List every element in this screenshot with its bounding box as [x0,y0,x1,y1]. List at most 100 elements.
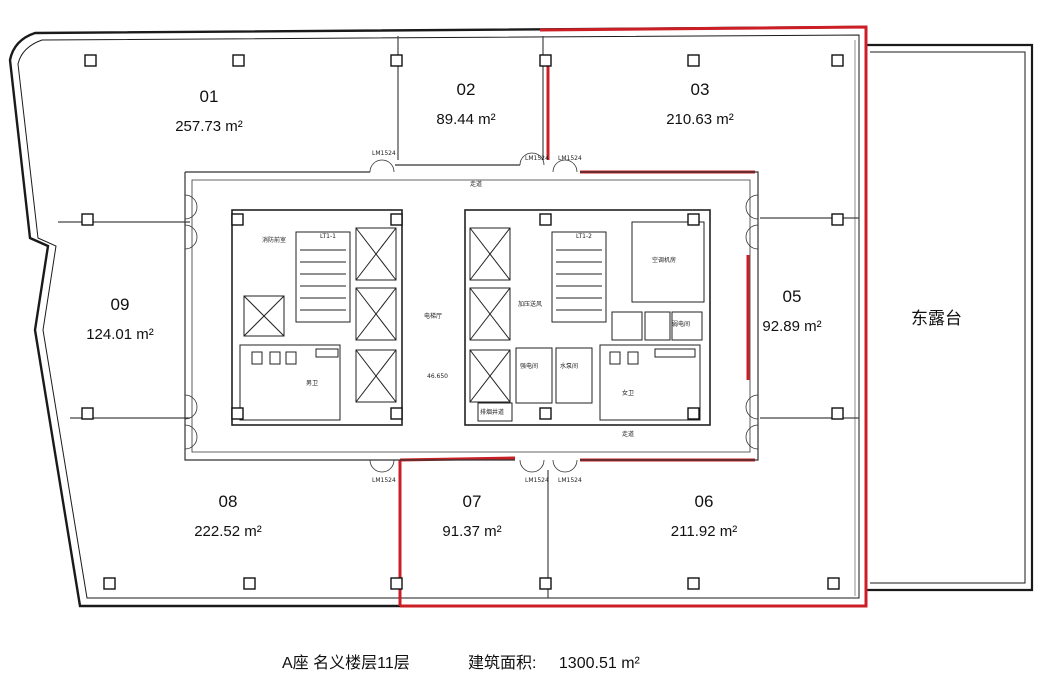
elevator-left-1 [355,227,397,281]
door-code: LM1524 [558,477,582,484]
door-code: LM1524 [372,477,396,484]
red-boundary-bottom [400,250,868,608]
column [81,407,94,420]
red-boundary-unit-03 [539,25,868,250]
washroom-left [239,344,341,421]
unit-number: 08 [219,492,238,511]
gfa-label: 建筑面积: [468,655,537,672]
elevator-hall-label: 电梯厅 [424,312,442,320]
elevator-right-3 [469,349,511,403]
corridor-inner [191,179,751,453]
unit-area: 89.44 m² [436,111,495,128]
gfa-caption: 建筑面积: 1300.51 m² [468,649,640,673]
shaft-right-3 [671,311,703,341]
womens-wc-label: 女卫 [622,389,634,397]
column [243,577,256,590]
door-code: LM1524 [558,155,582,162]
water-room-label: 水泵间 [560,362,578,370]
building-caption: A座 名义楼层11层 [282,649,410,673]
core-left [231,209,403,426]
unit-area: 92.89 m² [762,318,821,335]
outer-wall [8,25,868,608]
corridor-ring [184,164,759,461]
column [539,54,552,67]
door [552,159,578,173]
door-code: LM1524 [372,150,396,157]
door [745,194,759,220]
shaft-right-2 [644,311,671,341]
column [231,213,244,226]
terrace-inner [870,51,1026,584]
unit-area: 210.63 m² [666,111,734,128]
column [84,54,97,67]
unit-number: 07 [463,492,482,511]
doors [184,152,759,473]
shaft-right-1 [611,311,643,341]
unit-number: 03 [691,80,710,99]
core-right [464,209,711,426]
column [390,577,403,590]
smoke-shaft [477,402,513,422]
column [539,577,552,590]
unit-area: 91.37 m² [442,523,501,540]
column [539,407,552,420]
door [745,424,759,450]
door [369,459,395,473]
door [184,224,198,250]
washroom-right [599,344,701,421]
unit-area: 222.52 m² [194,523,262,540]
column [231,407,244,420]
stair-left [295,231,351,323]
unit-number: 02 [457,80,476,99]
column [831,54,844,67]
unit-area: 211.92 m² [671,523,737,540]
stair-right [551,231,607,323]
door [369,159,395,173]
column [390,407,403,420]
door [184,424,198,450]
unit-area: 124.01 m² [86,326,154,343]
door [745,224,759,250]
column [81,213,94,226]
elevator-left-3 [355,349,397,403]
hvac-label: 空调机房 [652,256,676,264]
column [687,213,700,226]
column [687,54,700,67]
strong-current-label: 强电间 [520,362,538,370]
column [687,577,700,590]
unit-area: 257.73 m² [175,118,243,135]
elevation-label: 46.650 [427,373,448,380]
door-code: LM1524 [525,155,549,162]
stair-label: LT1-2 [576,233,592,240]
elevator-right-2 [469,287,511,341]
door-code: LM1524 [525,477,549,484]
terrace-label: 东露台 [911,309,962,329]
terrace-outline [866,43,1034,592]
door [184,394,198,420]
gfa-value: 1300.51 [558,655,617,672]
outer-walls [8,25,1034,608]
hvac-room [631,221,705,303]
columns [81,54,844,590]
pressure-shaft-label: 加压送风 [518,300,542,308]
core-right-outline [464,209,711,426]
door [745,394,759,420]
column [390,213,403,226]
door [519,152,545,166]
column [390,54,403,67]
column [827,577,840,590]
inner-wall [17,34,860,599]
unit-number: 09 [111,295,130,314]
core-left-outline [231,209,403,426]
column [539,213,552,226]
corridor-outer [184,164,759,461]
column [831,407,844,420]
column [103,577,116,590]
elevator-left-2 [355,287,397,341]
weak-current-label: 弱电间 [672,320,690,328]
unit-number: 01 [200,87,219,106]
unit-number: 06 [695,492,714,511]
door [519,459,545,473]
